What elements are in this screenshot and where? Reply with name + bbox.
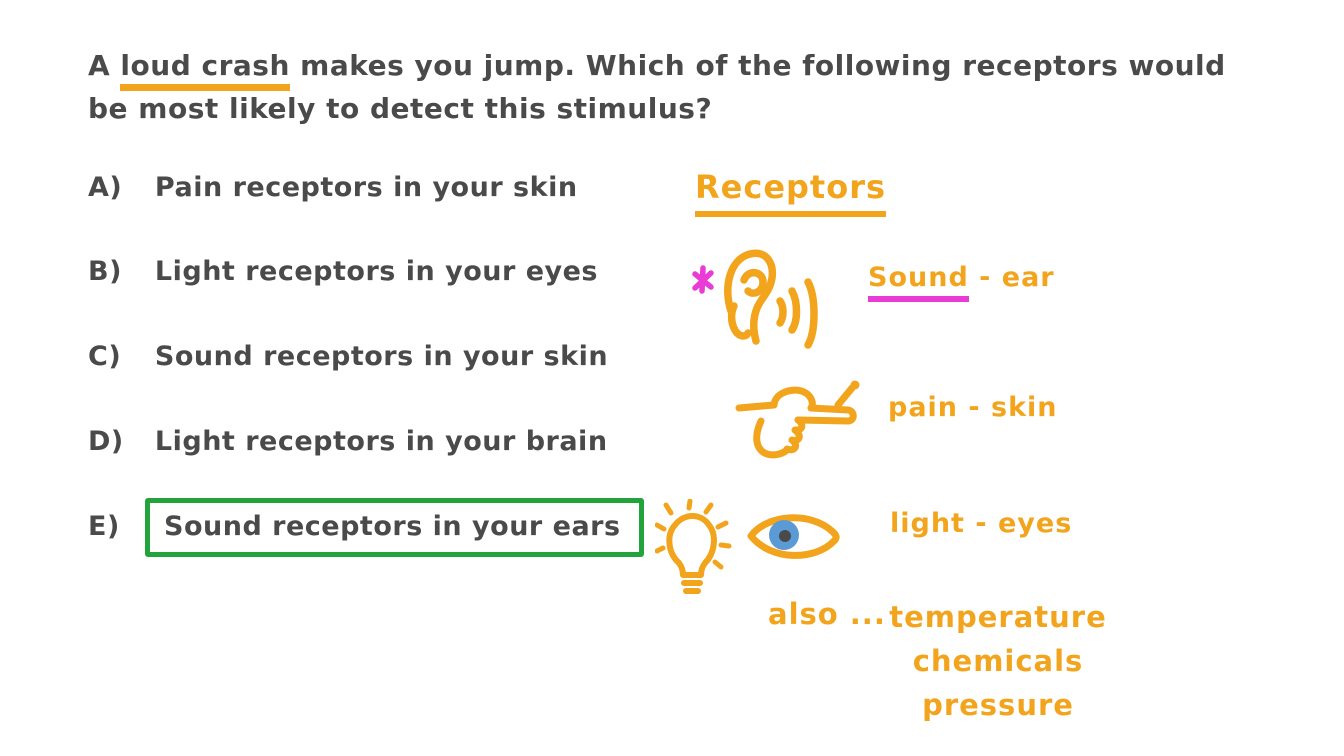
ray-8 xyxy=(712,559,724,570)
question-rest-line1: makes you jump. Which of the following r… xyxy=(289,49,1226,82)
question-underlined-phrase: loud crash xyxy=(120,49,290,91)
ray-7 xyxy=(654,545,666,554)
note-sound-highlight: Sound xyxy=(868,262,969,302)
ray-4 xyxy=(715,520,729,530)
option-row-a: A) Pain receptors in your skin xyxy=(88,172,578,203)
also-item: temperature xyxy=(889,600,1107,634)
bulb-glass xyxy=(666,513,717,578)
pupil xyxy=(779,530,791,542)
also-items-list: temperature chemicals pressure xyxy=(878,595,1118,727)
question-line2: be most likely to detect this stimulus? xyxy=(88,92,713,125)
ray-1 xyxy=(663,502,674,516)
option-label: A) xyxy=(88,172,123,203)
option-text: Sound receptors in your skin xyxy=(154,341,609,372)
option-row-b: B) Light receptors in your eyes xyxy=(88,256,598,287)
ear-lobe xyxy=(727,302,752,340)
option-label: C) xyxy=(88,341,122,372)
pin xyxy=(834,384,856,409)
question-text: A loud crash makes you jump. Which of th… xyxy=(88,44,1278,130)
option-row-d: D) Light receptors in your brain xyxy=(88,426,608,457)
option-text: Sound receptors in your ears xyxy=(164,511,621,542)
pin-head xyxy=(850,380,860,390)
ray-2 xyxy=(686,498,693,511)
palm-bottom xyxy=(753,417,791,459)
ray-6 xyxy=(654,522,667,532)
pointing-hand-icon xyxy=(734,379,862,475)
question-pre: A xyxy=(88,49,121,82)
sound-wave-2 xyxy=(788,287,801,334)
option-label: B) xyxy=(88,256,122,287)
also-label: also ... xyxy=(768,597,886,631)
option-text: Pain receptors in your skin xyxy=(154,172,578,203)
ray-3 xyxy=(703,502,714,515)
cuff-top xyxy=(735,401,778,412)
correct-answer-box: Sound receptors in your ears xyxy=(145,498,644,557)
eye-icon xyxy=(747,507,841,571)
option-text: Light receptors in your brain xyxy=(154,426,608,457)
ray-5 xyxy=(718,542,732,549)
eye-outline xyxy=(747,514,840,559)
also-item: pressure xyxy=(922,688,1074,722)
lightbulb-icon xyxy=(654,498,737,605)
option-label: D) xyxy=(88,426,124,457)
curled-fingers xyxy=(783,416,806,454)
notes-heading: Receptors xyxy=(695,168,887,217)
ear-icon xyxy=(722,249,830,355)
option-row-c: C) Sound receptors in your skin xyxy=(88,341,608,372)
note-light-eyes: light - eyes xyxy=(890,508,1073,539)
asterisk-icon xyxy=(691,263,715,301)
sound-wave-3 xyxy=(804,278,818,349)
option-label: E) xyxy=(88,511,120,542)
ear-inner-curl xyxy=(740,269,767,297)
option-text: Light receptors in your eyes xyxy=(154,256,598,287)
note-sound-ear: Sound - ear xyxy=(868,262,1055,302)
knuckle xyxy=(770,386,816,412)
ear-outline xyxy=(724,249,777,345)
sound-wave-1 xyxy=(776,297,787,327)
option-row-e: E) Sound receptors in your ears xyxy=(88,498,644,557)
index-finger xyxy=(794,404,857,425)
note-pain-skin: pain - skin xyxy=(888,392,1058,423)
note-sound-rest: - ear xyxy=(968,262,1055,293)
also-item: chemicals xyxy=(912,644,1084,678)
